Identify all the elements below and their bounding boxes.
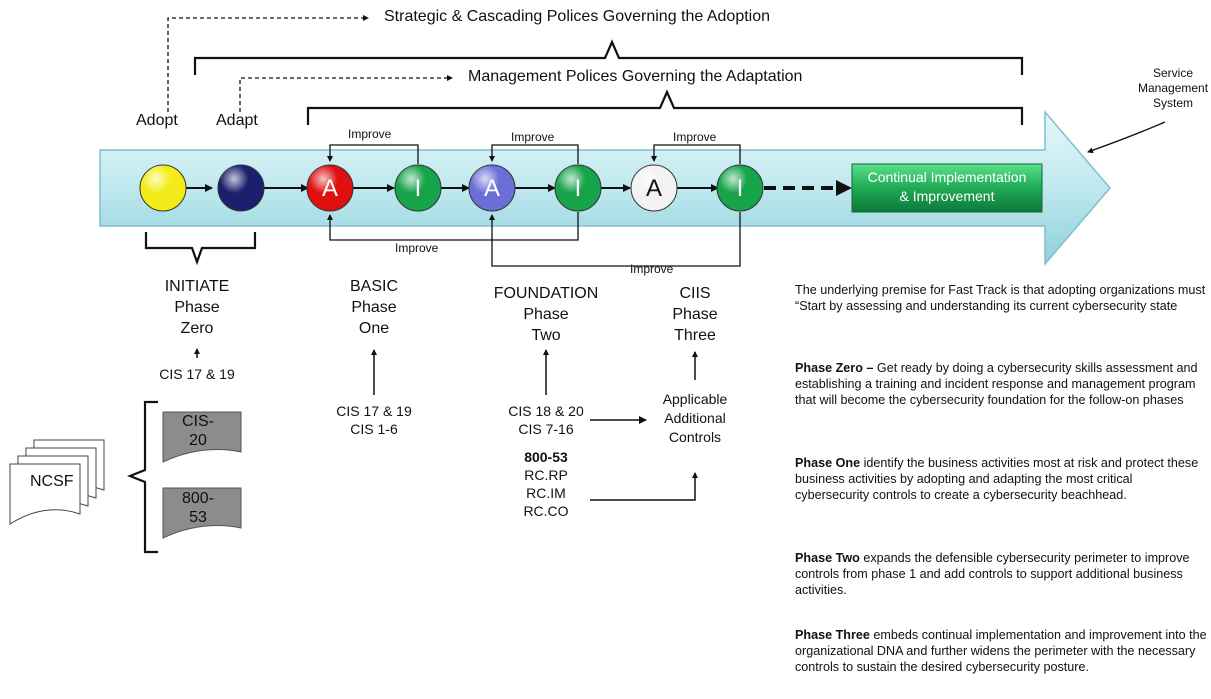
phase-two-paragraph: Phase Two expands the defensible cyberse… — [795, 551, 1190, 597]
improve-loop-1 — [327, 144, 419, 164]
improve-label: Improve — [395, 241, 439, 255]
continual-improvement-box — [851, 163, 1043, 213]
pipeline-node: I — [554, 164, 602, 212]
improve-label: Improve — [673, 130, 717, 144]
pipeline-node — [139, 164, 187, 212]
continual-improvement-label: Continual Implementation & Improvement — [867, 169, 1027, 204]
foundation-cis-label: CIS 18 & 20 CIS 7-16 — [508, 403, 584, 437]
improve-label: Improve — [630, 262, 674, 276]
foundation-phase-label: FOUNDATION Phase Two — [493, 285, 599, 344]
initiate-cis-label: CIS 17 & 19 — [159, 366, 235, 382]
pipeline-node-letter: I — [575, 175, 582, 202]
pipeline-node — [217, 164, 265, 212]
management-brace — [306, 89, 1024, 125]
pipeline-node-letter: A — [322, 175, 338, 202]
pipeline-node-letter: A — [646, 175, 662, 202]
nist-800-53-label: 800- 53 — [181, 490, 215, 526]
ncsf-document-stack — [9, 439, 105, 525]
initiate-phase-label: INITIATE Phase Zero — [164, 278, 230, 337]
ncsf-label: NCSF — [30, 473, 74, 490]
pipeline-node-letter: I — [737, 175, 744, 202]
pipeline-node: A — [306, 164, 354, 212]
service-system-pointer — [1087, 121, 1166, 154]
pipeline-node: I — [394, 164, 442, 212]
pipeline-node-letter: I — [415, 175, 422, 202]
improve-loop-2 — [489, 144, 579, 164]
improve-label: Improve — [348, 127, 392, 141]
pipeline-node: I — [716, 164, 764, 212]
pipeline-node-letter: A — [484, 175, 500, 202]
pipeline-node: A — [630, 164, 678, 212]
strategic-policies-label: Strategic & Cascading Polices Governing … — [384, 8, 771, 25]
sources-brace — [127, 400, 158, 554]
management-policies-label: Management Polices Governing the Adaptat… — [468, 68, 803, 85]
adopt-dashed-arrow — [167, 15, 369, 112]
phase-one-paragraph: Phase One identify the business activiti… — [795, 456, 1199, 502]
foundation-nist-label: 800-53 RC.RP RC.IM RC.CO — [523, 449, 569, 519]
service-management-system-label: Service Management System — [1138, 66, 1209, 110]
improve-loop-4 — [327, 212, 579, 241]
adopt-label: Adopt — [136, 112, 178, 129]
applicable-controls-label: Applicable Additional Controls — [662, 391, 728, 445]
cis20-label: CIS- 20 — [182, 413, 214, 449]
improve-loop-3 — [651, 144, 741, 164]
basic-phase-label: BASIC Phase One — [349, 278, 398, 337]
pipeline-node: A — [468, 164, 516, 212]
intro-paragraph: The underlying premise for Fast Track is… — [795, 283, 1206, 313]
strategic-brace — [193, 39, 1024, 75]
phase-three-paragraph: Phase Three embeds continual implementat… — [795, 628, 1207, 674]
basic-cis-label: CIS 17 & 19 CIS 1-6 — [336, 403, 412, 437]
nist-document — [162, 487, 242, 539]
nist-to-controls-arrow — [590, 472, 698, 501]
ciis-phase-label: CIIS Phase Three — [672, 285, 718, 344]
adapt-label: Adapt — [216, 112, 258, 129]
improve-label: Improve — [511, 130, 555, 144]
phase-zero-paragraph: Phase Zero – Get ready by doing a cybers… — [795, 361, 1198, 407]
cis20-document — [162, 411, 242, 463]
initiate-brace — [144, 232, 257, 266]
improve-loop-5 — [489, 212, 741, 267]
adapt-dashed-arrow — [239, 75, 453, 112]
